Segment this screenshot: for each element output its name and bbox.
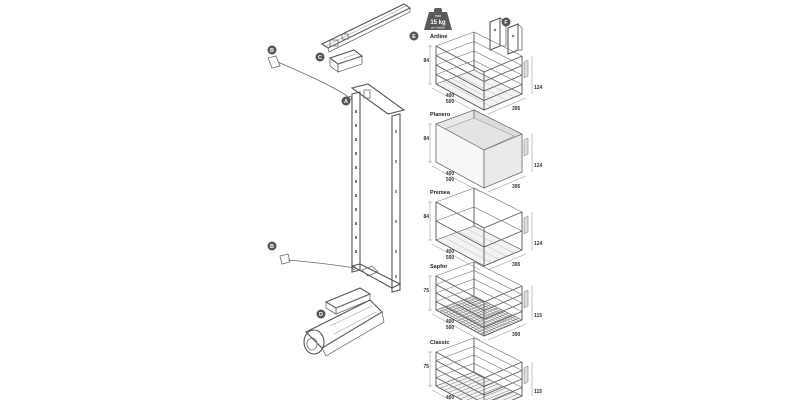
basket-width-a: 400 (446, 249, 455, 255)
basket-depth: 124 (534, 241, 543, 247)
basket-side: 390 (512, 332, 521, 338)
badge-b-top: B (267, 45, 277, 55)
basket-name: Artline (430, 34, 447, 40)
basket-width-b: 500 (446, 325, 455, 331)
basket-classic: Classic75400500390115 (423, 337, 542, 400)
basket-width-b: 500 (446, 255, 455, 261)
svg-text:C: C (318, 55, 322, 61)
c-bracket (328, 49, 364, 73)
badge-f: F (501, 17, 511, 27)
svg-text:B: B (270, 48, 274, 54)
basket-name: Sapfor (430, 264, 448, 270)
basket-name: Premea (430, 190, 451, 196)
basket-width-b: 500 (446, 99, 455, 105)
basket-width-a: 400 (446, 93, 455, 99)
svg-text:E: E (412, 34, 416, 40)
svg-text:A: A (344, 99, 348, 105)
basket-width-a: 400 (446, 319, 455, 325)
badge-a: A (341, 96, 351, 106)
basket-side: 395 (512, 184, 521, 190)
column-frame (350, 83, 406, 293)
basket-side: 395 (512, 262, 521, 268)
basket-depth: 115 (534, 389, 542, 395)
basket-side: 395 (512, 106, 521, 112)
basket-depth: 124 (534, 163, 543, 169)
basket-width-a: 400 (446, 171, 455, 177)
top-slide-rail (320, 3, 412, 53)
basket-depth: 124 (534, 85, 543, 91)
weight-value: 15 kg (430, 20, 446, 26)
basket-options: Artline84400500395124Planero844005003951… (423, 31, 543, 400)
svg-text:F: F (504, 20, 508, 26)
weight-limit-badge: max 15 kg per basket (424, 8, 452, 30)
stay-link-bottom (279, 253, 356, 270)
basket-height: 84 (423, 136, 429, 142)
badge-c: C (315, 52, 325, 62)
weight-note: per basket (431, 26, 445, 30)
weight-prefix: max (435, 14, 442, 18)
svg-text:D: D (319, 312, 323, 318)
stay-link-top (267, 55, 352, 100)
svg-text:B: B (270, 244, 274, 250)
badge-d: D (316, 309, 326, 319)
basket-depth: 115 (534, 313, 542, 319)
basket-name: Planero (430, 112, 451, 118)
basket-height: 84 (423, 214, 429, 220)
basket-name: Classic (430, 340, 449, 346)
basket-height: 75 (423, 364, 429, 370)
basket-height: 84 (423, 58, 429, 64)
basket-width-b: 500 (446, 177, 455, 183)
damper-unit (303, 299, 385, 357)
badge-e: E (409, 31, 419, 41)
badge-b-bottom: B (267, 241, 277, 251)
basket-height: 75 (423, 288, 429, 294)
basket-width-a: 400 (446, 395, 455, 400)
